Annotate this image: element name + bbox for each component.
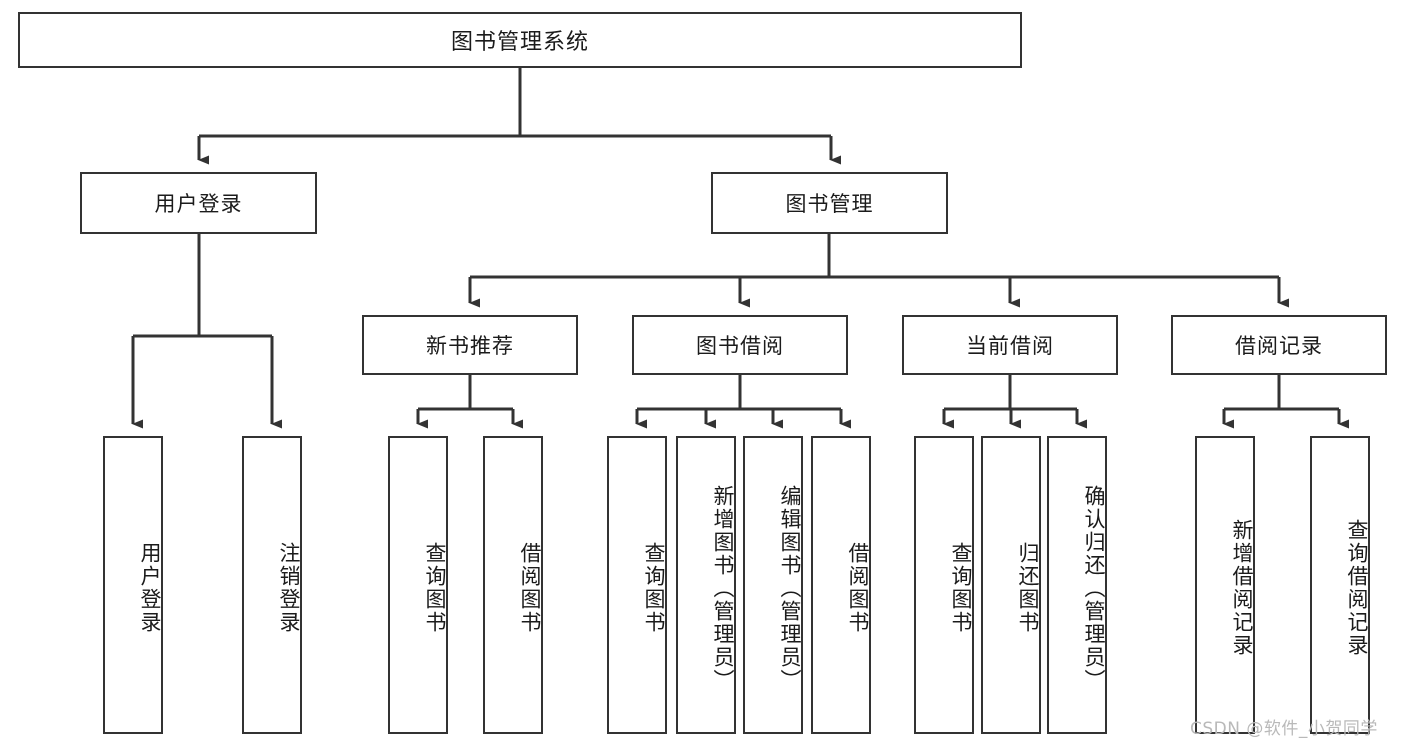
node-user-login-label: 用户登录 — [154, 192, 243, 216]
leaf-user-login-label: 用户登录 — [138, 542, 162, 634]
node-root-label: 图书管理系统 — [450, 30, 589, 55]
leaf-query-borrow-record[interactable]: 查询借阅记录 — [1310, 436, 1370, 734]
leaf-borrow-book[interactable]: 借阅图书 — [811, 436, 871, 734]
leaf-recommend-query-book[interactable]: 查询图书 — [388, 436, 448, 734]
leaf-return-book[interactable]: 归还图书 — [981, 436, 1041, 734]
node-root[interactable]: 图书管理系统 — [18, 12, 1022, 68]
leaf-current-query-book-label: 查询图书 — [949, 542, 973, 634]
node-book-management[interactable]: 图书管理 — [711, 172, 948, 234]
watermark: CSDN @软件_小贺同学 — [1190, 719, 1378, 739]
leaf-edit-book-admin[interactable]: 编辑图书（管理员） — [743, 436, 803, 734]
leaf-return-book-label: 归还图书 — [1016, 542, 1040, 634]
leaf-logout-label: 注销登录 — [277, 542, 301, 634]
node-new-book-recommend-label: 新书推荐 — [426, 334, 514, 358]
leaf-borrow-query-book[interactable]: 查询图书 — [607, 436, 667, 734]
leaf-edit-book-admin-label: 编辑图书（管理员） — [778, 484, 802, 692]
leaf-borrow-book-label: 借阅图书 — [846, 542, 870, 634]
node-book-management-label: 图书管理 — [785, 192, 874, 216]
leaf-recommend-borrow-book[interactable]: 借阅图书 — [483, 436, 543, 734]
leaf-borrow-query-book-label: 查询图书 — [642, 542, 666, 634]
node-borrow-record[interactable]: 借阅记录 — [1171, 315, 1387, 375]
node-current-borrow[interactable]: 当前借阅 — [902, 315, 1118, 375]
leaf-current-query-book[interactable]: 查询图书 — [914, 436, 974, 734]
node-current-borrow-label: 当前借阅 — [966, 334, 1054, 358]
leaf-add-borrow-record[interactable]: 新增借阅记录 — [1195, 436, 1255, 734]
leaf-recommend-query-book-label: 查询图书 — [423, 542, 447, 634]
leaf-logout[interactable]: 注销登录 — [242, 436, 302, 734]
leaf-add-book-admin[interactable]: 新增图书（管理员） — [676, 436, 736, 734]
leaf-confirm-return-admin[interactable]: 确认归还（管理员） — [1047, 436, 1107, 734]
leaf-query-borrow-record-label: 查询借阅记录 — [1345, 519, 1369, 657]
node-new-book-recommend[interactable]: 新书推荐 — [362, 315, 578, 375]
leaf-recommend-borrow-book-label: 借阅图书 — [518, 542, 542, 634]
leaf-user-login[interactable]: 用户登录 — [103, 436, 163, 734]
node-book-borrow[interactable]: 图书借阅 — [632, 315, 848, 375]
leaf-add-book-admin-label: 新增图书（管理员） — [711, 484, 735, 692]
leaf-add-borrow-record-label: 新增借阅记录 — [1230, 519, 1254, 657]
node-book-borrow-label: 图书借阅 — [696, 334, 784, 358]
node-borrow-record-label: 借阅记录 — [1235, 334, 1323, 358]
node-user-login[interactable]: 用户登录 — [80, 172, 317, 234]
leaf-confirm-return-admin-label: 确认归还（管理员） — [1082, 484, 1106, 692]
